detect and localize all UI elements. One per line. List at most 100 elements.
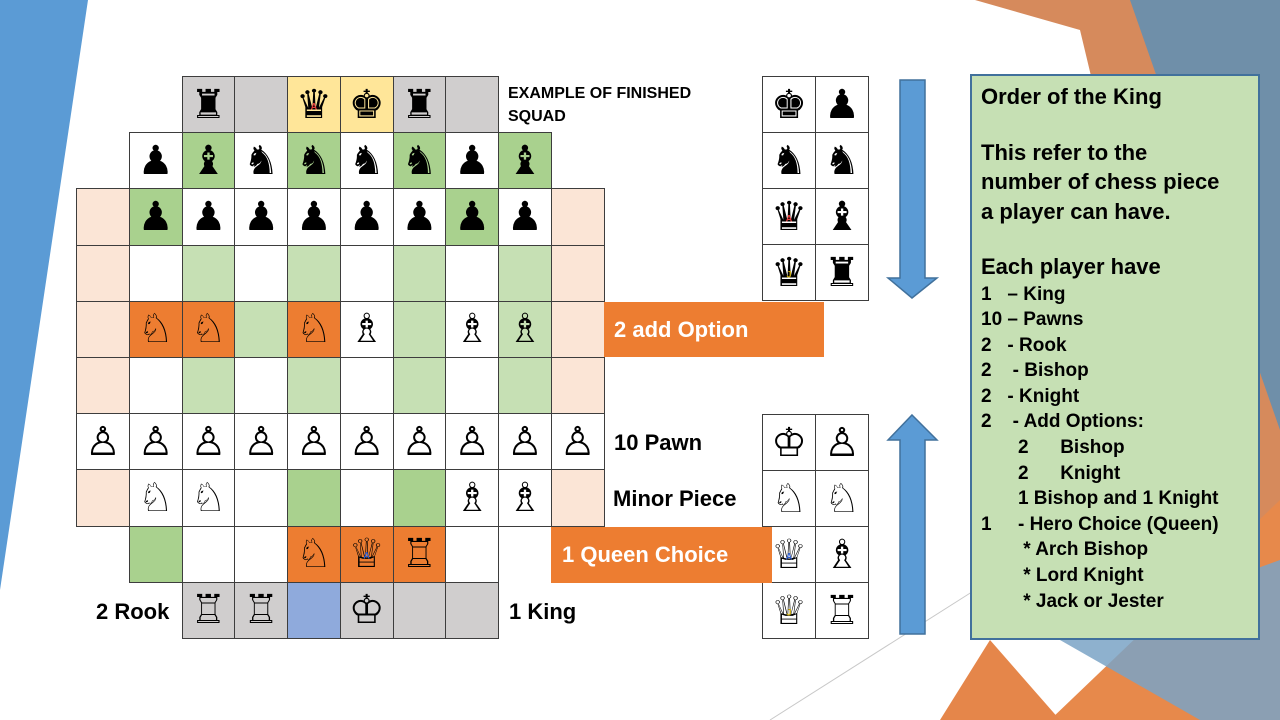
black-knight-icon: ♞ (824, 137, 860, 184)
deco-line (769, 589, 976, 720)
board-square: ♟ (498, 188, 552, 246)
board-square (128, 525, 183, 583)
white-bishop-icon: ♗ (506, 474, 543, 521)
board-square (287, 357, 341, 415)
white-pawn-icon: ♙ (295, 418, 332, 465)
board-square (234, 244, 288, 302)
white-knight-icon: ♘ (190, 306, 227, 353)
board-square: ♟ (234, 188, 288, 246)
black-knight-icon: ♞ (401, 137, 438, 184)
board-square (76, 357, 130, 415)
order-title: Order of the King (981, 84, 1162, 109)
board-square (550, 469, 605, 527)
white-pawn-icon: ♙ (137, 418, 174, 465)
board-square: ♘ (128, 469, 183, 527)
black-bishop-icon: ♝ (190, 137, 227, 184)
white-pawn-icon: ♙ (348, 418, 385, 465)
minor-piece-label: Minor Piece (613, 486, 737, 511)
white-rook-icon: ♖ (401, 531, 438, 578)
board-square: ♟ (181, 188, 236, 246)
spacer (981, 112, 1258, 138)
board-square: ♙ (339, 413, 394, 471)
order-item: 2 - Rook (981, 334, 1067, 356)
order-item: 2 - Add Options: (981, 411, 1144, 433)
board-square (234, 357, 288, 415)
black-pawn-icon: ♟ (190, 193, 227, 240)
black-rook-icon: ♜ (190, 81, 227, 128)
board-square (392, 357, 447, 415)
board-square: ♙ (181, 413, 236, 471)
add-option-label: 2 add Option (614, 316, 749, 342)
order-of-king-panel: Order of the King This refer to the numb… (970, 74, 1260, 640)
black-legend-square: ♛A (762, 188, 816, 245)
board-square: ♙ (498, 413, 552, 471)
board-square (392, 300, 447, 358)
white-bishop-icon: ♗ (348, 306, 385, 353)
black-knight-icon: ♞ (771, 137, 807, 184)
black-pawn-icon: ♟ (454, 193, 491, 240)
board-square: ♟ (445, 188, 499, 246)
white-pawn-icon: ♙ (506, 418, 543, 465)
white-bishop-icon: ♗ (454, 474, 491, 521)
board-square (128, 244, 183, 302)
white-legend-square: ♗ (815, 526, 869, 583)
white-bishop-icon: ♗ (506, 306, 543, 353)
white-legend-square: ♔ (762, 414, 816, 471)
board-square: ♗ (339, 300, 394, 358)
board-square: ♜ (181, 76, 236, 134)
order-item: 1 Bishop and 1 Knight (981, 488, 1219, 510)
rook-label: 2 Rook (96, 599, 170, 624)
order-item: 2 Knight (981, 462, 1121, 484)
board-square: ♝ (181, 132, 236, 190)
white-knight-icon: ♘ (295, 531, 332, 578)
board-square (181, 244, 236, 302)
white-queen-icon: ♕ (771, 531, 807, 578)
pawn-label: 10 Pawn (614, 430, 703, 455)
white-pawn-icon: ♙ (824, 419, 860, 466)
board-square (445, 581, 499, 639)
board-square: ♙ (392, 413, 447, 471)
queen-mark: A (310, 101, 318, 112)
board-square (339, 469, 394, 527)
black-pawn-icon: ♟ (348, 193, 385, 240)
white-legend-square: ♘ (815, 470, 869, 527)
board-square: ♚ (339, 76, 394, 134)
order-item: 2 - Knight (981, 385, 1080, 407)
board-square: ♙ (445, 413, 499, 471)
bottom-small-orange-shape (940, 640, 1060, 720)
white-bishop-icon: ♗ (454, 306, 491, 353)
board-square: ♗ (445, 300, 499, 358)
queen-mark: A (785, 551, 793, 562)
white-pawn-icon: ♙ (454, 418, 491, 465)
white-king-icon: ♔ (348, 587, 385, 634)
white-bishop-icon: ♗ (824, 531, 860, 578)
board-square: ♞ (392, 132, 447, 190)
order-item: * Lord Knight (981, 565, 1144, 587)
left-blue-triangle (0, 0, 88, 590)
black-bishop-icon: ♝ (506, 137, 543, 184)
white-legend-square: ♕J (762, 582, 816, 639)
white-rook-icon: ♖ (190, 587, 227, 634)
white-pawn-icon: ♙ (559, 418, 596, 465)
board-square: ♘ (287, 300, 341, 358)
board-square: ♘ (128, 300, 183, 358)
white-king-icon: ♔ (771, 419, 807, 466)
black-queen-icon: ♛ (295, 81, 332, 128)
board-square (181, 525, 236, 583)
queen-choice-label: 1 Queen Choice (562, 542, 729, 567)
board-square: ♗ (498, 300, 552, 358)
board-square: ♗ (498, 469, 552, 527)
board-square (550, 244, 605, 302)
queen-mark: J (786, 607, 792, 618)
black-pawn-icon: ♟ (824, 81, 860, 128)
board-square: ♘ (181, 469, 236, 527)
white-pawn-icon: ♙ (243, 418, 280, 465)
order-item: * Jack or Jester (981, 590, 1164, 612)
board-square: ♞ (287, 132, 341, 190)
black-bishop-icon: ♝ (824, 193, 860, 240)
example-label: EXAMPLE OF FINISHED SQUAD (508, 85, 692, 125)
order-item: * Arch Bishop (981, 539, 1149, 561)
board-square (234, 469, 288, 527)
black-rook-icon: ♜ (824, 249, 860, 296)
